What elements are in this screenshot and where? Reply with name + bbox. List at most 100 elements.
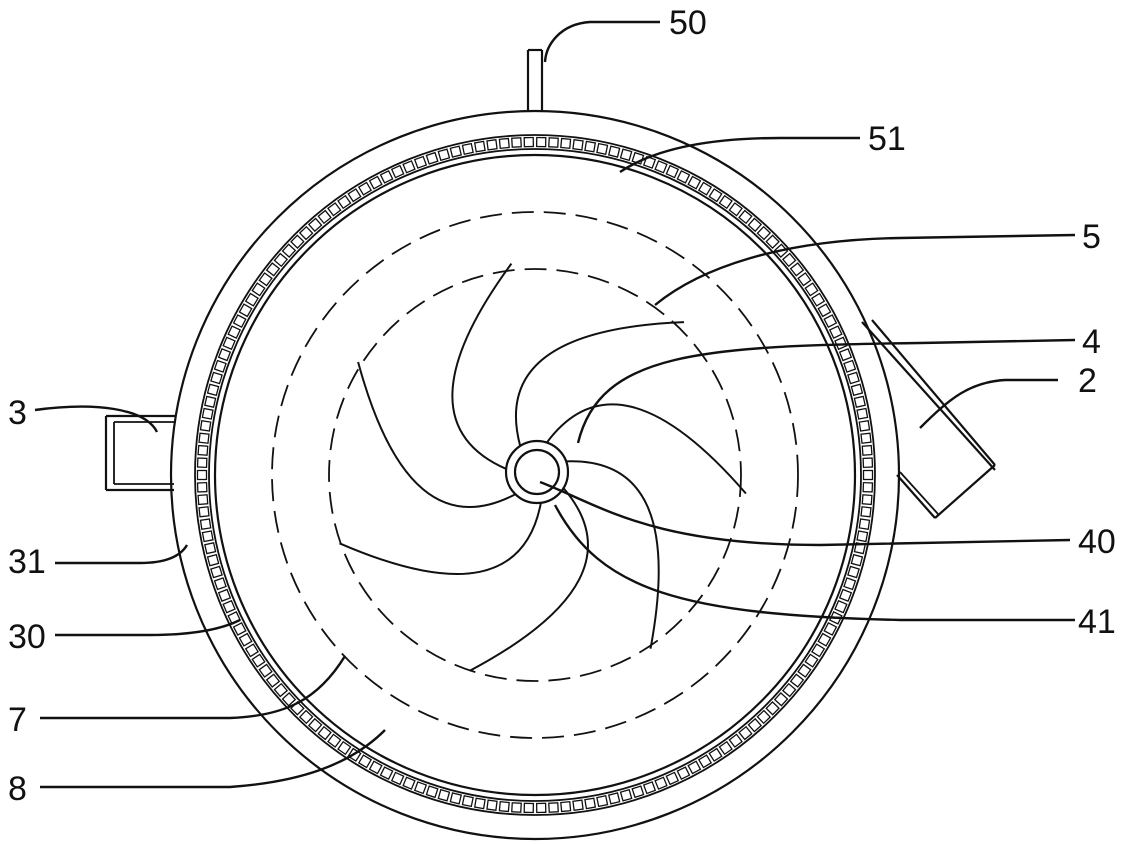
perforation-hole	[847, 371, 860, 385]
perforation-hole	[596, 142, 609, 155]
perforation-hole	[843, 577, 857, 591]
perforation-hole	[862, 481, 874, 493]
impeller-blade	[545, 403, 747, 495]
perforation-hole	[196, 469, 208, 481]
perforation-hole	[619, 148, 633, 162]
label-4: 4	[1082, 323, 1101, 361]
perforation-hole	[548, 137, 559, 148]
perforation-hole	[804, 653, 819, 668]
perforation-hole	[238, 303, 253, 318]
perforation-hole	[781, 682, 797, 698]
screen-perforations	[196, 136, 874, 814]
perforation-hole	[449, 792, 463, 805]
perforation-hole	[789, 673, 805, 688]
perforation-hole	[498, 800, 510, 813]
perforation-hole	[642, 155, 657, 169]
perforation-hole	[290, 234, 305, 249]
perforation-hole	[718, 194, 733, 210]
perforation-hole	[687, 760, 702, 775]
perforation-hole	[738, 209, 753, 225]
perforation-hole	[232, 314, 247, 329]
perforation-hole	[584, 797, 597, 810]
perforation-hole	[811, 643, 826, 658]
perforation-hole	[273, 682, 289, 698]
perforation-hole	[390, 164, 405, 179]
leader-lines	[34, 20, 1076, 789]
perforation-hole	[572, 799, 584, 811]
shaft-hub-outer	[504, 439, 570, 505]
perforation-hole	[357, 181, 373, 196]
perforation-hole	[204, 542, 217, 555]
perforation-hole	[449, 145, 463, 158]
perforation-hole	[368, 760, 383, 775]
label-51: 51	[868, 120, 906, 158]
perforation-hole	[756, 225, 772, 241]
perforation-hole	[402, 776, 416, 790]
label-50: 50	[669, 4, 707, 42]
perforation-hole	[728, 733, 743, 748]
perforation-hole	[797, 663, 812, 678]
perforation-hole	[856, 407, 869, 420]
perforation-hole	[817, 632, 832, 647]
perforation-hole	[560, 800, 572, 813]
perforation-hole	[843, 359, 857, 373]
perforation-hole	[856, 530, 869, 543]
perforation-hole	[244, 643, 259, 658]
perforation-hole	[781, 252, 797, 268]
perforation-hole	[227, 325, 242, 339]
label-3: 3	[8, 394, 27, 432]
perforation-hole	[676, 766, 691, 781]
perforation-hole	[368, 175, 383, 190]
perforation-hole	[511, 137, 522, 148]
perforation-hole	[607, 792, 621, 805]
perforation-hole	[244, 292, 259, 307]
perforation-hole	[862, 457, 874, 469]
label-41: 41	[1078, 603, 1116, 641]
perforation-hole	[281, 692, 297, 707]
perforation-hole	[198, 432, 210, 444]
perforation-hole	[858, 420, 871, 432]
perforation-hole	[265, 673, 281, 688]
perforation-hole	[337, 740, 352, 756]
perforation-hole	[834, 599, 848, 614]
perforation-hole	[425, 785, 439, 799]
perforation-hole	[697, 754, 713, 769]
perforation-hole	[196, 481, 208, 493]
perforation-hole	[861, 494, 873, 506]
perforation-hole	[708, 188, 723, 203]
perforation-hole	[425, 151, 439, 165]
label-31: 31	[8, 543, 46, 581]
perforation-hole	[838, 588, 853, 602]
perforation-hole	[327, 733, 342, 748]
dashed-outer-circle	[271, 211, 799, 739]
perforation-hole	[217, 348, 232, 362]
perforation-hole	[413, 781, 428, 795]
perforation-hole	[747, 717, 763, 733]
perforation-hole	[317, 209, 332, 225]
perforation-hole	[817, 303, 832, 318]
label-5: 5	[1082, 218, 1101, 256]
perforation-hole	[206, 553, 220, 567]
perforation-hole	[858, 518, 871, 530]
dashed-inner-circle	[328, 268, 742, 682]
impeller-blade	[451, 263, 513, 470]
perforation-hole	[789, 262, 805, 277]
perforation-hole	[861, 444, 873, 456]
perforation-hole	[765, 701, 780, 716]
perforation-hole	[197, 494, 209, 506]
perforation-hole	[642, 781, 657, 795]
perforation-hole	[238, 632, 253, 647]
perforation-hole	[862, 469, 874, 481]
perforation-hole	[728, 202, 743, 217]
impeller-blade	[566, 460, 660, 649]
perforation-hole	[281, 243, 297, 258]
perforation-hole	[654, 160, 668, 174]
perforation-hole	[860, 506, 872, 518]
perforation-hole	[258, 272, 273, 287]
label-7: 7	[8, 701, 27, 739]
perforation-hole	[298, 225, 314, 241]
perforation-hole	[773, 243, 789, 258]
perforation-hole	[535, 136, 547, 148]
perforation-hole	[619, 788, 633, 802]
perforation-hole	[437, 788, 451, 802]
